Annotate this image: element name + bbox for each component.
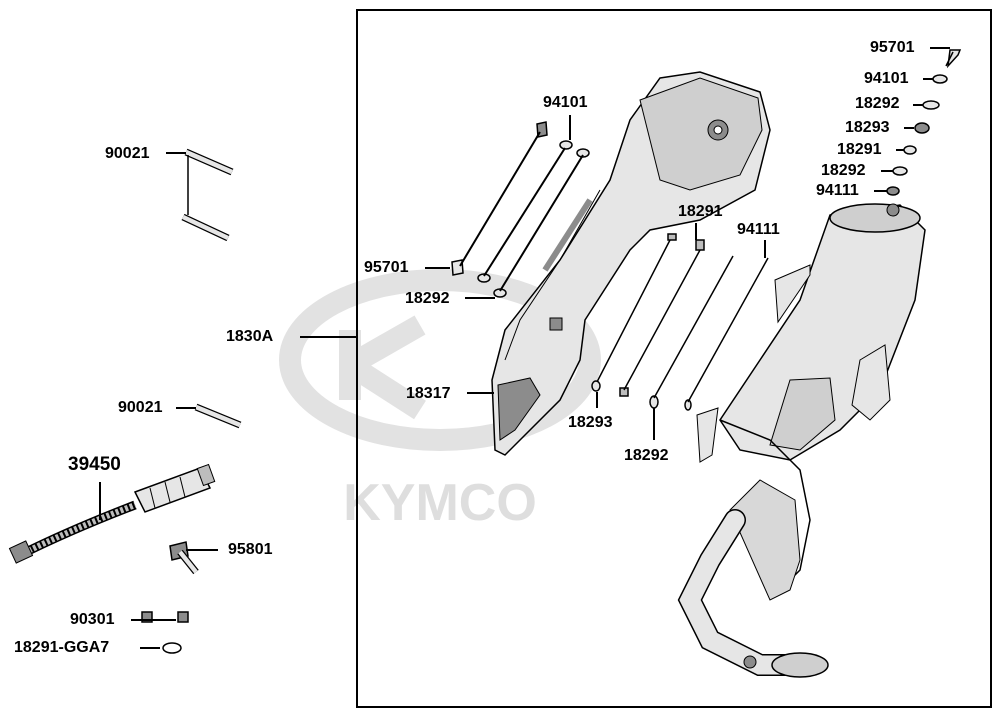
label-18291-top: 18291	[837, 141, 882, 158]
label-39450: 39450	[68, 454, 121, 475]
label-18292-mid: 18292	[821, 162, 866, 179]
kymco-watermark: KYMCO	[279, 269, 601, 532]
label-95801: 95801	[228, 541, 273, 558]
stud-bolts-90021	[181, 148, 242, 429]
small-fasteners	[141, 541, 199, 654]
label-1830A: 1830A	[226, 328, 274, 345]
label-90021-b: 90021	[118, 399, 163, 416]
label-18292-shield: 18292	[405, 290, 450, 307]
label-95701-top: 95701	[870, 39, 915, 56]
label-18292-clip: 18292	[624, 447, 669, 464]
label-18291-clip: 18291	[678, 203, 723, 220]
leader-lines	[99, 47, 950, 649]
label-94111-clip: 94111	[737, 221, 780, 238]
label-18291-gga7: 18291-GGA7	[14, 639, 110, 656]
assembly-frame	[356, 9, 992, 708]
label-95701-shield: 95701	[364, 259, 409, 276]
label-18317: 18317	[406, 385, 451, 402]
label-94111-top: 94111	[816, 182, 859, 199]
label-18292-top: 18292	[855, 95, 900, 112]
oxygen-sensor-39450	[8, 463, 216, 564]
label-94101-top: 94101	[864, 70, 909, 87]
label-94101-shield: 94101	[543, 94, 588, 111]
label-90301: 90301	[70, 611, 115, 628]
watermark-text: KYMCO	[343, 474, 537, 532]
heat-shield-part	[491, 71, 771, 456]
top-right-hardware	[886, 49, 962, 196]
label-18293-top: 18293	[845, 119, 890, 136]
muffler-part	[677, 203, 926, 678]
label-90021-a: 90021	[105, 145, 150, 162]
label-18293-clip: 18293	[568, 414, 613, 431]
